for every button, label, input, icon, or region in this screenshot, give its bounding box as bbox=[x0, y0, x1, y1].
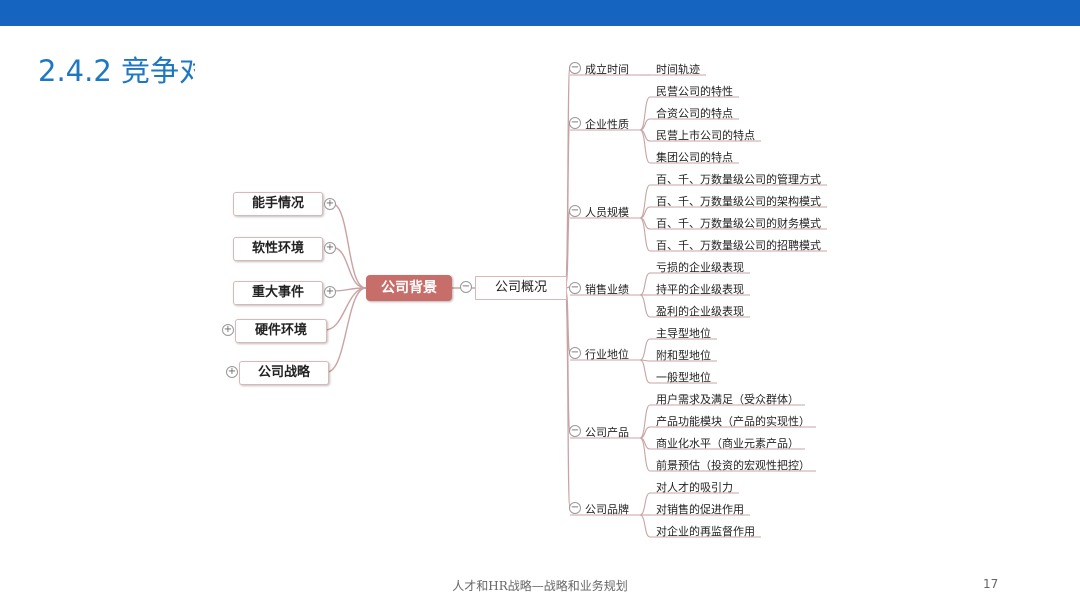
collapse-icon[interactable]: − bbox=[569, 62, 581, 74]
leaf-node[interactable]: 主导型地位 bbox=[656, 327, 711, 340]
overview-node[interactable]: 公司概况 bbox=[475, 276, 567, 300]
leaf-node[interactable]: 民营公司的特性 bbox=[656, 85, 733, 98]
collapse-icon[interactable]: − bbox=[569, 205, 581, 217]
leaf-node[interactable]: 百、千、万数量级公司的财务模式 bbox=[656, 217, 821, 230]
expand-icon[interactable]: + bbox=[222, 324, 234, 336]
leaf-node[interactable]: 商业化水平（商业元素产品） bbox=[656, 437, 799, 450]
collapse-icon[interactable]: − bbox=[569, 282, 581, 294]
left-node-2[interactable]: 软性环境 bbox=[233, 237, 323, 261]
leaf-node[interactable]: 集团公司的特点 bbox=[656, 151, 733, 164]
category-sales[interactable]: 销售业绩 bbox=[585, 283, 629, 296]
leaf-node[interactable]: 百、千、万数量级公司的招聘模式 bbox=[656, 239, 821, 252]
expand-icon[interactable]: + bbox=[324, 242, 336, 254]
leaf-node[interactable]: 用户需求及满足（受众群体） bbox=[656, 393, 799, 406]
leaf-node[interactable]: 对企业的再监督作用 bbox=[656, 525, 755, 538]
collapse-icon[interactable]: − bbox=[569, 117, 581, 129]
page-number: 17 bbox=[983, 577, 999, 591]
collapse-icon[interactable]: − bbox=[460, 281, 472, 293]
leaf-node[interactable]: 对销售的促进作用 bbox=[656, 503, 744, 516]
leaf-node[interactable]: 对人才的吸引力 bbox=[656, 481, 733, 494]
leaf-node[interactable]: 亏损的企业级表现 bbox=[656, 261, 744, 274]
category-brand[interactable]: 公司品牌 bbox=[585, 503, 629, 516]
left-node-4[interactable]: 硬件环境 bbox=[235, 319, 327, 343]
category-products[interactable]: 公司产品 bbox=[585, 426, 629, 439]
leaf-node[interactable]: 百、千、万数量级公司的架构模式 bbox=[656, 195, 821, 208]
leaf-node[interactable]: 百、千、万数量级公司的管理方式 bbox=[656, 173, 821, 186]
leaf-node[interactable]: 持平的企业级表现 bbox=[656, 283, 744, 296]
collapse-icon[interactable]: − bbox=[569, 347, 581, 359]
leaf-node[interactable]: 一般型地位 bbox=[656, 371, 711, 384]
leaf-node[interactable]: 前景预估（投资的宏观性把控） bbox=[656, 459, 810, 472]
leaf-node[interactable]: 附和型地位 bbox=[656, 349, 711, 362]
leaf-node[interactable]: 盈利的企业级表现 bbox=[656, 305, 744, 318]
left-node-1[interactable]: 能手情况 bbox=[233, 192, 323, 216]
expand-icon[interactable]: + bbox=[226, 366, 238, 378]
left-node-5[interactable]: 公司战略 bbox=[239, 361, 329, 385]
expand-icon[interactable]: + bbox=[324, 286, 336, 298]
category-scale[interactable]: 人员规模 bbox=[585, 206, 629, 219]
category-nature[interactable]: 企业性质 bbox=[585, 118, 629, 131]
leaf-node[interactable]: 时间轨迹 bbox=[656, 63, 700, 76]
category-position[interactable]: 行业地位 bbox=[585, 348, 629, 361]
center-node[interactable]: 公司背景 bbox=[366, 275, 452, 301]
leaf-node[interactable]: 民营上市公司的特点 bbox=[656, 129, 755, 142]
left-node-3[interactable]: 重大事件 bbox=[233, 281, 323, 305]
slide-footer: 人才和HR战略—战略和业务规划 bbox=[452, 579, 628, 593]
expand-icon[interactable]: + bbox=[324, 198, 336, 210]
top-bar bbox=[0, 0, 1080, 26]
collapse-icon[interactable]: − bbox=[569, 502, 581, 514]
leaf-node[interactable]: 产品功能模块（产品的实现性） bbox=[656, 415, 810, 428]
collapse-icon[interactable]: − bbox=[569, 425, 581, 437]
category-founding[interactable]: 成立时间 bbox=[585, 63, 629, 76]
leaf-node[interactable]: 合资公司的特点 bbox=[656, 107, 733, 120]
